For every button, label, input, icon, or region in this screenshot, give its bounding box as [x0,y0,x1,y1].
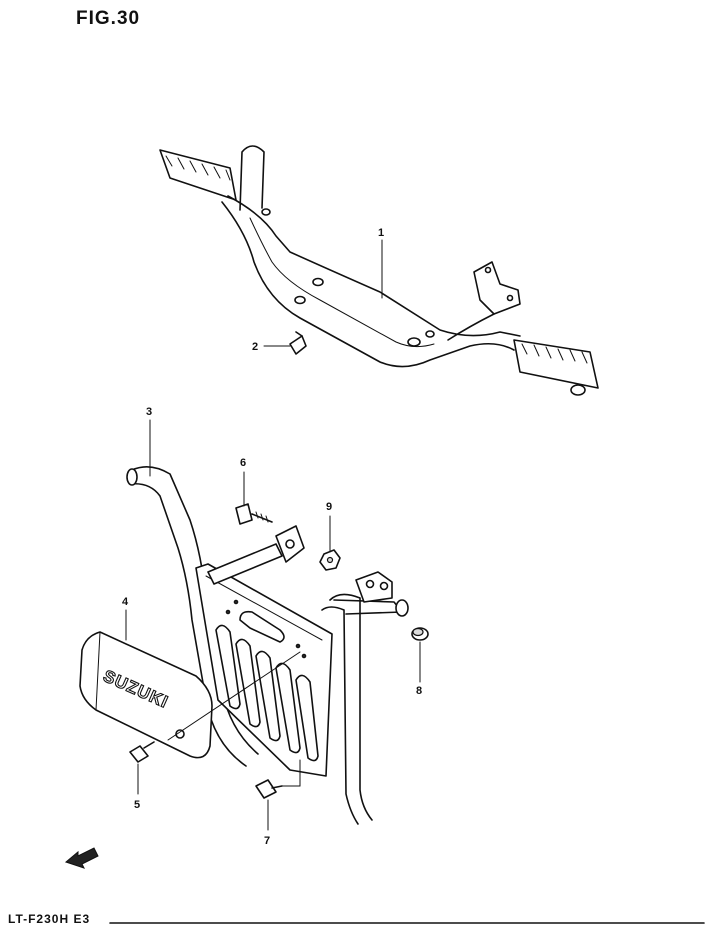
footpeg-pivot [570,384,586,396]
left-footpeg [159,149,237,201]
guard-tube-right-outer [329,593,373,821]
leader-lines [125,239,421,831]
mount-tab-hole [285,539,295,549]
bolt-part-7 [255,779,283,799]
footrest-bar-assembly [159,145,599,396]
grille-slot [235,638,261,728]
right-footpeg [513,339,599,389]
bolt-shank [271,785,283,789]
tube-end-cap [126,468,138,486]
plate-slot [239,610,285,643]
plate-hole [225,609,231,615]
guard-pad-part-4: SUZUKI [79,631,213,759]
callout-3: 3 [146,406,152,418]
bar-hole [294,295,306,305]
bolt-shank [143,741,155,749]
callout-6: 6 [240,457,246,469]
bar-lower-edge [221,201,515,368]
guard-plate [195,563,333,777]
plate-hole [233,599,239,605]
bracket-hole [484,266,492,274]
nut-part-9 [319,549,341,571]
guard-pad-body [79,631,213,759]
bolt-head [289,335,307,355]
guard-tube-outer [131,466,259,755]
bar-upper-edge [227,195,521,337]
grille-slot [295,674,319,762]
callout-4: 4 [122,596,129,608]
bracket-hole [506,294,514,302]
callout-5: 5 [134,799,140,811]
plate-edge [205,575,323,641]
arrow-shape [64,847,99,869]
callout-1: 1 [378,227,384,239]
bolt-head [129,745,149,763]
nut-hole [326,556,334,564]
bolt-thread [255,511,269,523]
guard-tube-inner [129,482,247,767]
bolt-shank [295,331,303,337]
left-footpeg-teeth [165,155,231,181]
bar-hole [407,337,421,347]
bolt-part-6 [235,503,273,525]
leader-line-pad-bolt [167,651,301,741]
bolt-head [235,503,253,525]
cap-top [412,627,424,637]
bar-hole [261,208,271,216]
grille-slot [255,650,281,742]
grille-slot [215,624,241,710]
left-hoop [239,145,265,211]
callout-7: 7 [264,835,270,847]
bolt-part-2 [289,331,307,355]
bolt-head [255,779,277,799]
right-tab-hole [379,581,389,591]
bracket-strut [447,313,495,341]
grille-slot [275,662,301,754]
plate-hole [301,653,307,659]
guard-pad-edge [95,631,101,711]
bar-hole [425,330,435,338]
bar-hole [312,277,324,287]
right-footpeg-teeth [521,343,588,364]
guard-tube-right-inner [321,606,359,825]
mount-arm [207,543,283,585]
cap-part-8 [411,627,429,641]
plate-hole [295,643,301,649]
right-mount-tab [355,571,393,603]
model-code: LT-F230H E3 [8,912,91,926]
callout-numbers: 1 2 3 4 5 6 7 8 9 [122,227,422,847]
right-tab-hole [365,579,375,589]
bolt-part-5 [129,741,155,763]
pad-bolt-hole [175,729,185,739]
front-guard-frame [126,466,409,825]
front-direction-arrow-icon [64,847,99,869]
callout-9: 9 [326,501,332,513]
right-mount-bracket [473,261,521,315]
figure-title: FIG.30 [76,8,141,29]
crossmember-socket [395,599,409,617]
callout-2: 2 [252,341,258,353]
callout-8: 8 [416,685,422,697]
